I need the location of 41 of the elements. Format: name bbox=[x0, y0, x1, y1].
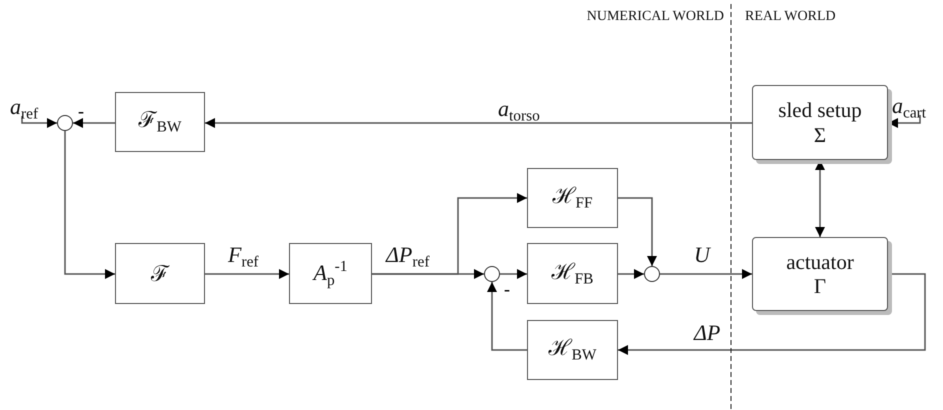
arrow bbox=[487, 282, 527, 351]
signal-label: U bbox=[694, 244, 710, 266]
block-label: Γ bbox=[814, 274, 826, 298]
block-label: Σ bbox=[814, 122, 826, 147]
block-label: ℋ$_{FB}$ bbox=[552, 258, 594, 288]
block-box bbox=[289, 243, 372, 304]
arrow bbox=[73, 118, 115, 128]
arrow bbox=[500, 269, 527, 279]
summing-junction bbox=[484, 266, 500, 282]
block-label: actuator bbox=[786, 250, 854, 274]
arrow bbox=[618, 197, 657, 266]
signal-label: a$_{ref}$ bbox=[10, 94, 38, 124]
arrow bbox=[64, 131, 115, 279]
minus-sign: - bbox=[78, 102, 84, 120]
block-box bbox=[527, 168, 618, 228]
summing-junction bbox=[57, 115, 73, 131]
arrow bbox=[372, 269, 484, 279]
block-label: ℱ$_{BW}$ bbox=[138, 107, 182, 137]
signal-label: a$_{cart}$ bbox=[892, 93, 926, 122]
signal-label: F$_{ref}$ bbox=[228, 244, 259, 270]
arrow bbox=[660, 269, 752, 279]
minus-sign: - bbox=[504, 280, 510, 298]
block-label: ℋ$_{FF}$ bbox=[552, 183, 593, 213]
signal-label: ΔP bbox=[694, 322, 720, 344]
block-label: ℱ bbox=[151, 260, 169, 286]
signal-label: a$_{torso}$ bbox=[498, 98, 540, 124]
signal-label: ΔP$_{ref}$ bbox=[386, 244, 430, 270]
block-box bbox=[527, 320, 618, 380]
block-label: sled setup bbox=[778, 98, 862, 122]
block-box bbox=[527, 243, 618, 304]
arrow bbox=[205, 118, 752, 128]
block-label: ℋ$_{BW}$ bbox=[548, 335, 596, 365]
arrow bbox=[618, 273, 926, 355]
summing-junction bbox=[644, 266, 660, 282]
arrow bbox=[21, 116, 57, 128]
arrow bbox=[618, 269, 644, 279]
arrow bbox=[205, 269, 289, 279]
section-heading: NUMERICAL WORLD bbox=[586, 10, 724, 24]
section-heading: REAL WORLD bbox=[745, 10, 836, 24]
block-box bbox=[115, 92, 205, 152]
block-box bbox=[115, 243, 205, 304]
